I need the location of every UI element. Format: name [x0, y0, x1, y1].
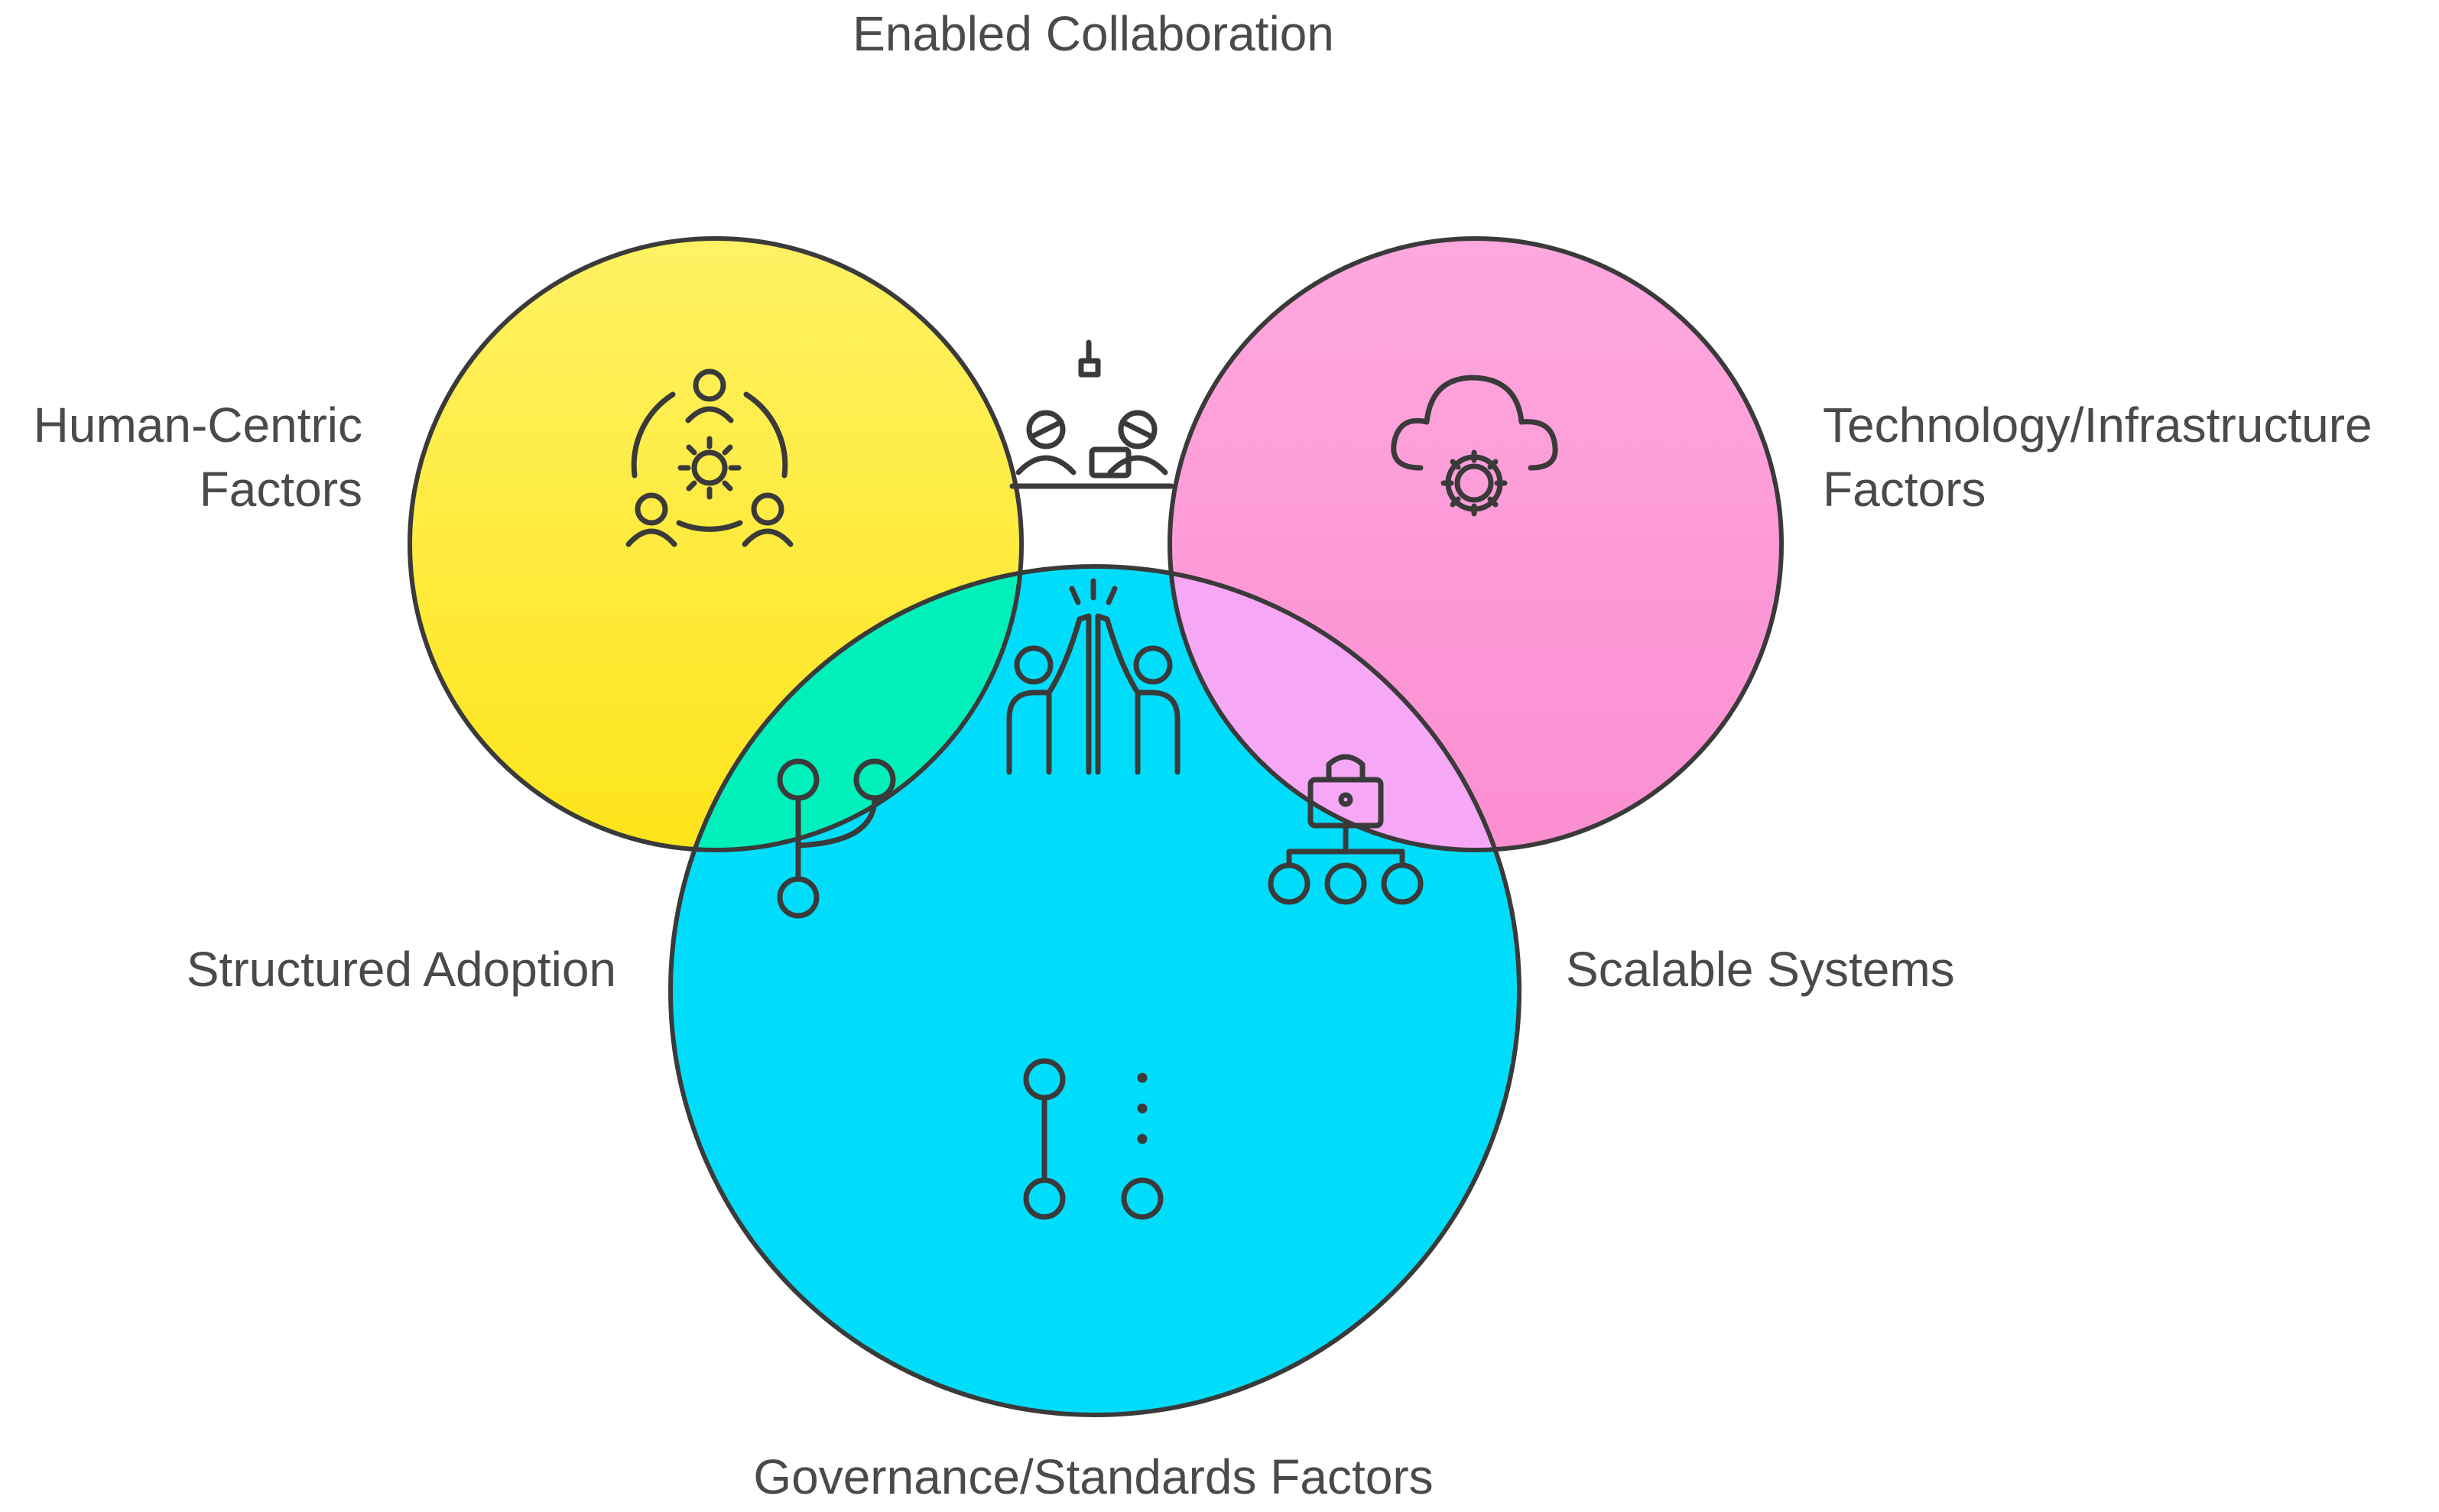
high-five-icon [1006, 578, 1181, 775]
technology-outline [1168, 236, 1784, 852]
lock-hierarchy-icon [1268, 754, 1424, 905]
human-centric-outline [408, 236, 1024, 852]
nodes-icon [1023, 1058, 1164, 1220]
people-gear-icon [625, 368, 794, 547]
label-technology-factors: Factors [1823, 462, 1986, 517]
meeting-icon [1009, 339, 1174, 489]
label-enabled-collaboration: Enabled Collaboration [853, 6, 1334, 61]
branch-icon [777, 758, 896, 919]
label-technology: Technology/Infrastructure [1823, 397, 2372, 453]
label-human-centric-factors: Factors [200, 462, 362, 517]
governance-outline [668, 564, 1522, 1417]
scalable-region [1170, 566, 1519, 850]
label-human-centric: Human-Centric [34, 397, 362, 453]
adoption-region [671, 566, 1021, 850]
cloud-gear-icon [1391, 375, 1558, 517]
label-structured-adoption: Structured Adoption [187, 942, 616, 997]
label-scalable-systems: Scalable Systems [1566, 942, 1955, 997]
label-governance: Governance/Standards Factors [753, 1449, 1433, 1504]
